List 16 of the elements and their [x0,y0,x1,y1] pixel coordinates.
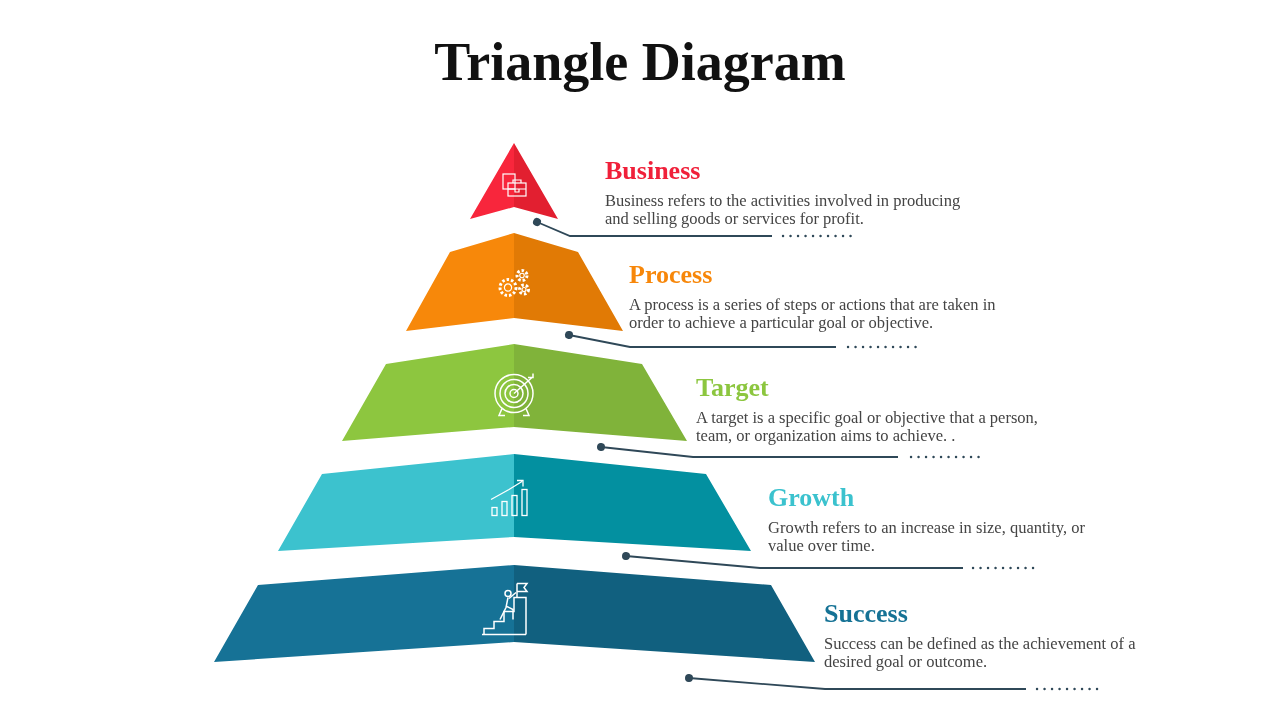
leader-line [565,331,837,348]
leader-line [597,443,899,458]
heading: Process [629,260,714,290]
heading: Business [605,156,702,186]
description: Business refers to the activities involved in producing and selling goods or services for profit. [605,192,962,228]
title: Triangle Diagram [433,31,847,94]
heading: Growth [768,483,856,513]
description: Success can be defined as the achievement of a desired goal or outcome. [824,635,1137,671]
description: A process is a series of steps or actions that are taken in order to achieve a particular goal or objective. [629,296,997,332]
heading: Success [824,599,909,629]
leader-line [622,552,964,569]
description: Growth refers to an increase in size, quantity, or value over time. [768,519,1086,555]
description: A target is a specific goal or objective that a person, team, or organization aims to achieve. . [696,409,1039,445]
leader-line [685,674,1027,690]
leader-line [533,218,773,237]
heading: Target [696,373,770,403]
